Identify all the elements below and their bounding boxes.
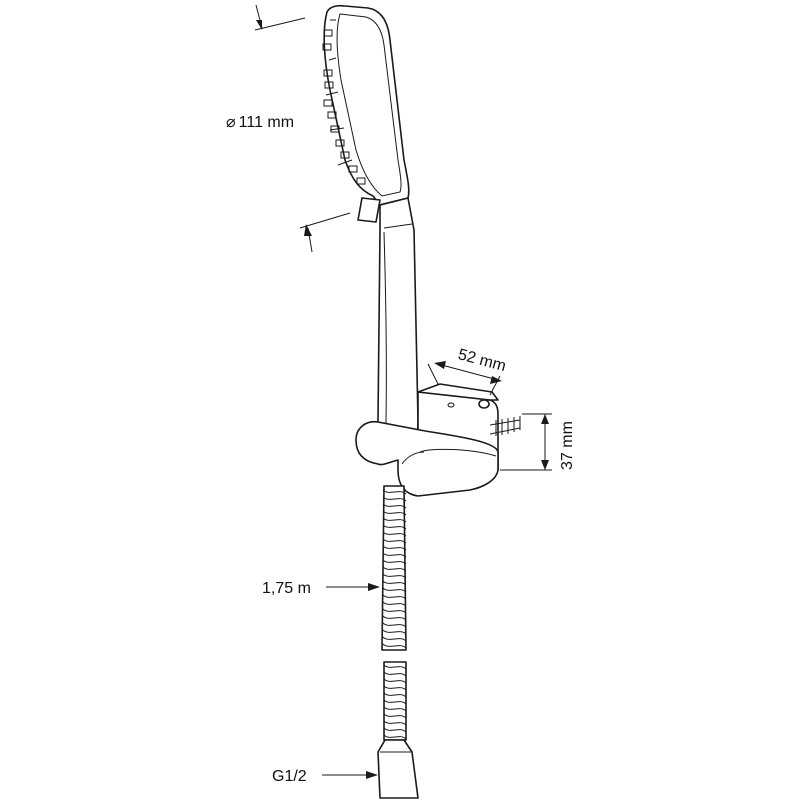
diameter-icon: ⌀ (226, 114, 236, 131)
shower-handle (377, 197, 419, 455)
connection-thread-callout: G1/2 (272, 768, 378, 785)
hose-coil (382, 517, 407, 523)
hose-coil (382, 643, 407, 649)
hose-coil (383, 692, 407, 698)
hose-coil (383, 734, 407, 740)
hose-coil (383, 727, 407, 733)
hand-shower-head (322, 4, 410, 223)
head-diameter-dimension: ⌀111 mm (226, 4, 351, 253)
hose-coil (382, 524, 407, 530)
connection-thread-label: G1/2 (272, 768, 307, 785)
hose-coil (382, 538, 407, 544)
hose-coil (383, 664, 407, 670)
flexible-hose (377, 485, 419, 799)
hose-coil (382, 615, 407, 621)
hose-coil (382, 489, 407, 495)
hose-coil (382, 636, 407, 642)
wall-holder (355, 383, 521, 497)
hose-coil (383, 678, 407, 684)
head-diameter-label: 111 mm (239, 114, 294, 131)
hose-coil (382, 629, 407, 635)
hose-length-label: 1,75 m (262, 580, 311, 597)
hose-coil (382, 580, 407, 586)
hose-coil (382, 503, 407, 509)
holder-height-dimension: 37 mm (500, 413, 576, 471)
hose-coil (383, 699, 407, 705)
hose-coil (382, 510, 407, 516)
hose-coil (382, 552, 407, 558)
hose-coil (382, 545, 407, 551)
hose-coil (382, 566, 407, 572)
svg-text:⌀111 mm: ⌀111 mm (226, 114, 294, 131)
hose-coil (383, 685, 407, 691)
hose-coil (383, 720, 407, 726)
hose-coil (382, 601, 407, 607)
hose-coil (382, 622, 407, 628)
hose-coil (383, 671, 407, 677)
hose-coil (382, 531, 407, 537)
hose-length-callout: 1,75 m (262, 580, 380, 597)
hose-coil (382, 587, 407, 593)
hose-coil (382, 594, 407, 600)
hose-coil (383, 713, 407, 719)
hose-coil (382, 496, 407, 502)
hose-coil (382, 573, 407, 579)
hose-coil (382, 608, 407, 614)
holder-height-label: 37 mm (559, 421, 576, 470)
hose-coil (383, 706, 407, 712)
hose-coil (382, 559, 407, 565)
